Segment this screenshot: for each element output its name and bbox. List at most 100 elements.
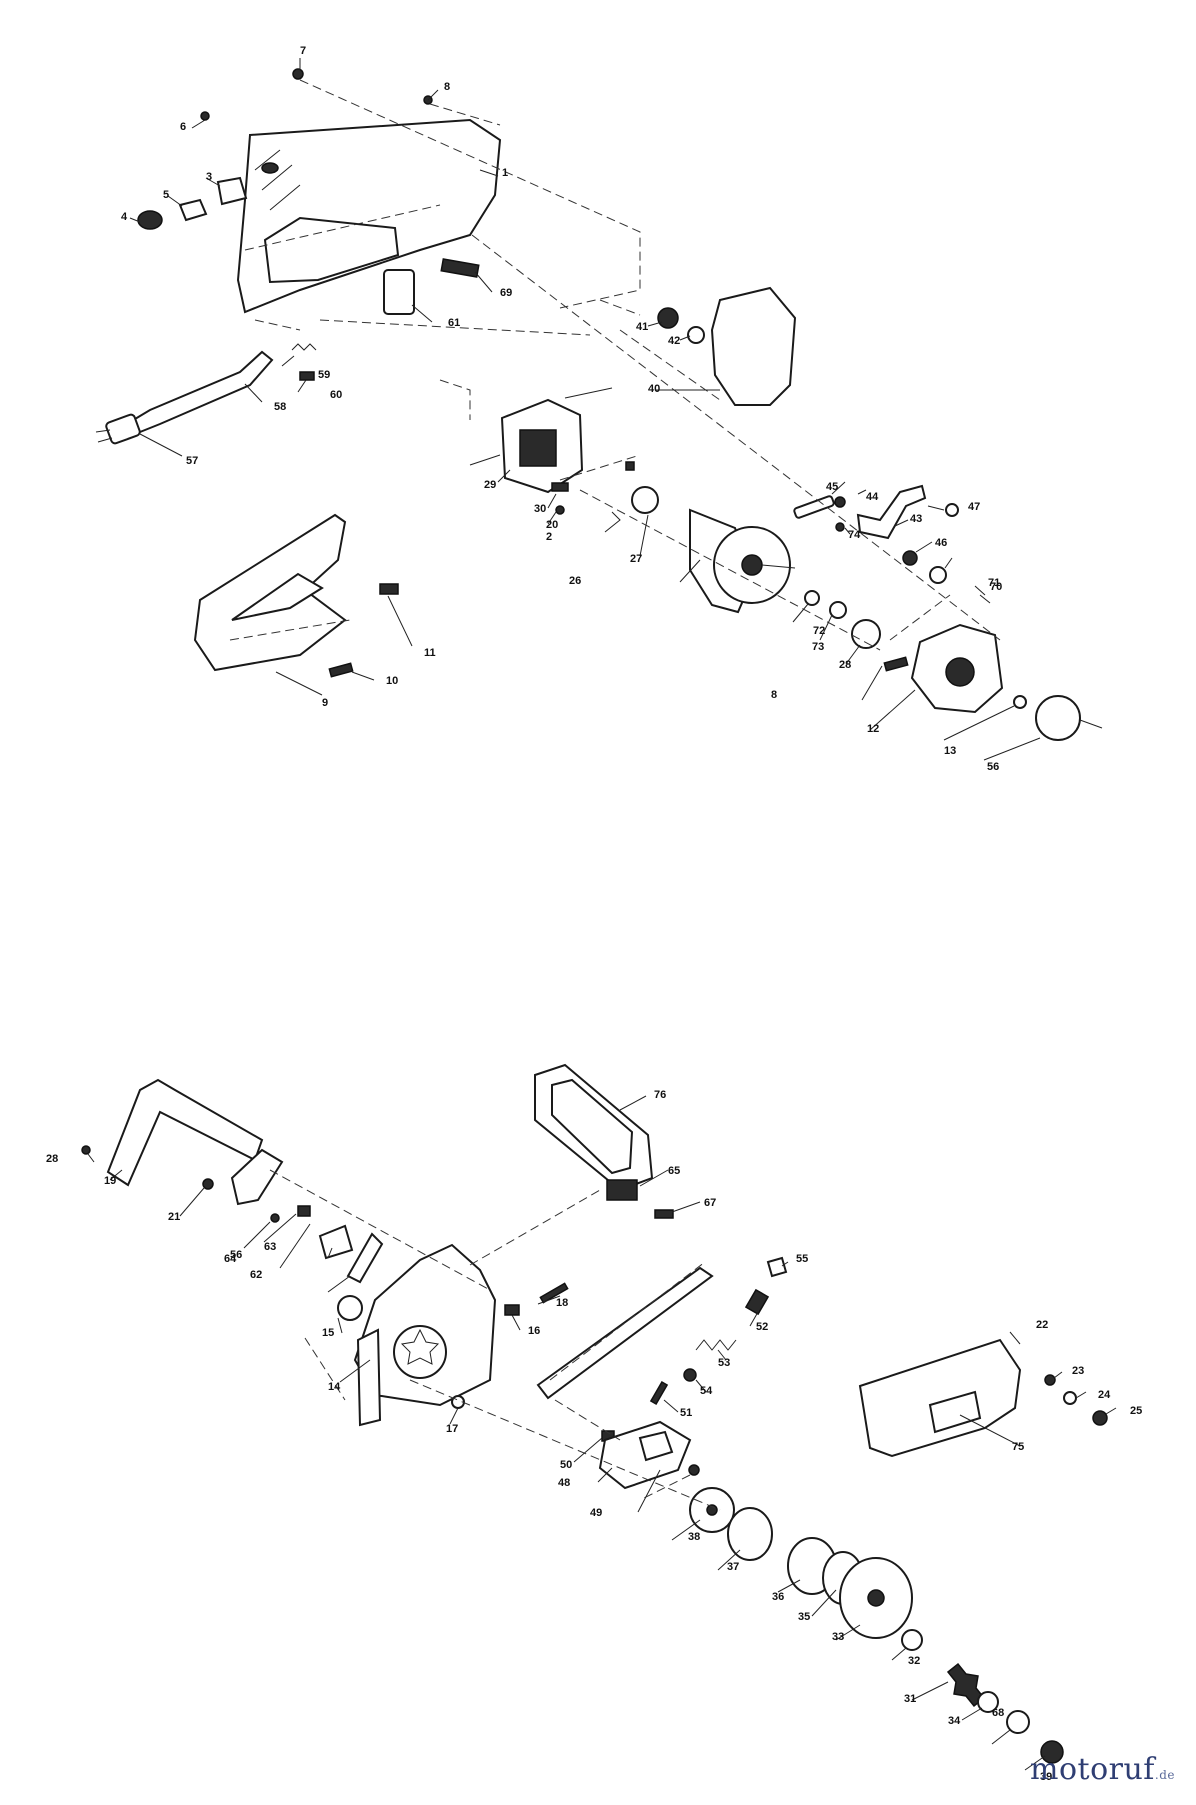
part-74: [835, 522, 845, 532]
screw-48: [688, 1464, 700, 1476]
handle-opening: [231, 572, 324, 621]
callout-upper-29: 29: [484, 479, 496, 491]
callout-upper-9: 9: [322, 697, 328, 709]
handle-bracket: [230, 1148, 284, 1206]
handle-mount-14: [356, 1328, 382, 1427]
callout-lower-50: 50: [560, 1459, 572, 1471]
bolt-18: [539, 1282, 569, 1304]
callout-upper-28: 28: [839, 659, 851, 671]
callout-lower-75: 75: [1012, 1441, 1024, 1453]
stator-core: [519, 429, 557, 467]
oil-pump-arm: [856, 484, 927, 540]
strain-relief: [216, 176, 248, 206]
part-72: [804, 590, 820, 606]
watermark: motoruf.de: [1030, 1752, 1175, 1787]
callout-lower-17: 17: [446, 1423, 458, 1435]
callout-upper-57: 57: [186, 455, 198, 467]
callout-upper-8: 8: [444, 81, 450, 93]
screw-7: [292, 68, 304, 80]
callout-upper-42: 42: [668, 335, 680, 347]
gear-housing-cover: [710, 286, 797, 406]
watermark-tld: .de: [1154, 1768, 1176, 1782]
drum-hub: [867, 1589, 885, 1607]
part-65: [270, 1213, 280, 1223]
plug: [105, 413, 141, 445]
callout-lower-19: 19: [104, 1175, 116, 1187]
washer-42: [687, 326, 705, 344]
callout-upper-56: 56: [987, 761, 999, 773]
clutch-ring-37: [727, 1507, 773, 1561]
callout-upper-5: 5: [163, 189, 169, 201]
nut-25: [1092, 1410, 1108, 1426]
brush-30: [551, 482, 569, 492]
cover-label-76: [928, 1390, 982, 1434]
screw-6: [200, 111, 210, 121]
callout-upper-30: 30: [534, 503, 546, 515]
callout-upper-59: 59: [318, 369, 330, 381]
bushing-15: [337, 1295, 363, 1321]
lower-leader-lines: [87, 1095, 1117, 1771]
screw-21: [202, 1178, 214, 1190]
callout-lower-31: 31: [904, 1693, 916, 1705]
watermark-name: motoruf: [1030, 1752, 1155, 1787]
callout-upper-4: 4: [121, 211, 128, 223]
callout-lower-64: 64: [224, 1253, 237, 1265]
callout-lower-33: 33: [832, 1631, 844, 1643]
callout-upper-74: 74: [848, 529, 861, 541]
bearing-32: [901, 1629, 923, 1651]
output-gear: [1035, 695, 1081, 741]
power-cord: [128, 350, 274, 434]
screw-44: [834, 496, 846, 508]
callout-lower-28: 28: [46, 1153, 58, 1165]
callout-lower-67: 67: [704, 1197, 716, 1209]
callout-lower-37: 37: [727, 1561, 739, 1573]
part-73: [829, 601, 847, 619]
housing-grip-opening: [263, 216, 400, 284]
callout-lower-16: 16: [528, 1325, 540, 1337]
callout-upper-43: 43: [910, 513, 922, 525]
callout-lower-49: 49: [590, 1507, 602, 1519]
cord-clip: [299, 371, 315, 381]
part-47: [945, 503, 959, 517]
trigger-switch: [383, 269, 415, 315]
callout-upper-11: 11: [424, 647, 436, 659]
bearing-28: [851, 619, 881, 649]
callout-upper-72: 72: [813, 625, 825, 637]
screw-8: [883, 656, 909, 672]
part-46: [902, 550, 918, 566]
callout-lower-23: 23: [1072, 1365, 1084, 1377]
callout-upper-45: 45: [826, 481, 838, 493]
callout-lower-65: 65: [668, 1165, 680, 1177]
cord-cap: [137, 210, 163, 230]
gear-41: [657, 307, 679, 329]
callout-lower-51: 51: [680, 1407, 692, 1419]
callout-upper-58: 58: [274, 401, 286, 413]
callout-upper-71: 71: [988, 577, 1000, 589]
bar-guard-window: [551, 1078, 634, 1175]
callout-lower-39: 39: [1040, 1771, 1052, 1783]
gear-case-drive-window: [393, 1325, 447, 1379]
part-51: [649, 1380, 669, 1406]
washer-13: [1013, 695, 1027, 709]
callout-upper-10: 10: [386, 675, 398, 687]
callout-upper-69: 69: [500, 287, 512, 299]
screw-20: [555, 505, 565, 515]
end-bell-hub: [945, 657, 975, 687]
callout-lower-53: 53: [718, 1357, 730, 1369]
callout-lower-52: 52: [756, 1321, 768, 1333]
callout-upper-26: 26: [569, 575, 581, 587]
callout-upper-46: 46: [935, 537, 947, 549]
motor-housing-group: [95, 68, 1103, 741]
armature-hub: [741, 554, 763, 576]
brake-lever-56: [346, 1232, 384, 1284]
callout-lower-32: 32: [908, 1655, 920, 1667]
nut-23: [1044, 1374, 1056, 1386]
callout-upper-41: 41: [636, 321, 648, 333]
callout-upper-20: 20: [546, 519, 558, 531]
callout-upper-2: 2: [546, 531, 552, 543]
callout-lower-18: 18: [556, 1297, 568, 1309]
part-52: [744, 1288, 770, 1316]
